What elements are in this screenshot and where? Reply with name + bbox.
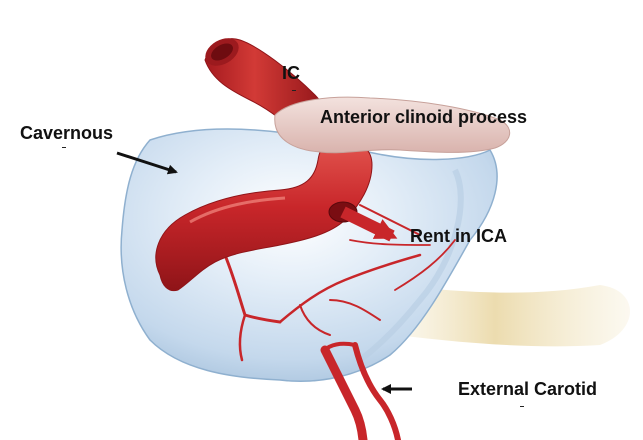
rent-label: Rent in ICA bbox=[410, 226, 507, 246]
cavernous-arrow bbox=[116, 151, 178, 175]
sinus-rim bbox=[358, 168, 464, 363]
anterior-clinoid-label: Anterior clinoid process bbox=[320, 107, 528, 127]
branch-vessels bbox=[223, 204, 456, 362]
rent-arrow bbox=[340, 206, 398, 242]
ic-label: IC bbox=[282, 63, 300, 83]
external-carotid-label-tick bbox=[520, 406, 524, 407]
internal-carotid-artery bbox=[155, 139, 373, 292]
ic-label-tick bbox=[292, 90, 296, 91]
external-carotid-label: External Carotid bbox=[458, 379, 598, 399]
anterior-clinoid-process bbox=[274, 96, 510, 154]
cavernous-label-tick bbox=[62, 147, 66, 148]
external-carotid-vessel bbox=[320, 341, 401, 440]
cavernous-label: Cavernous bbox=[20, 123, 114, 143]
